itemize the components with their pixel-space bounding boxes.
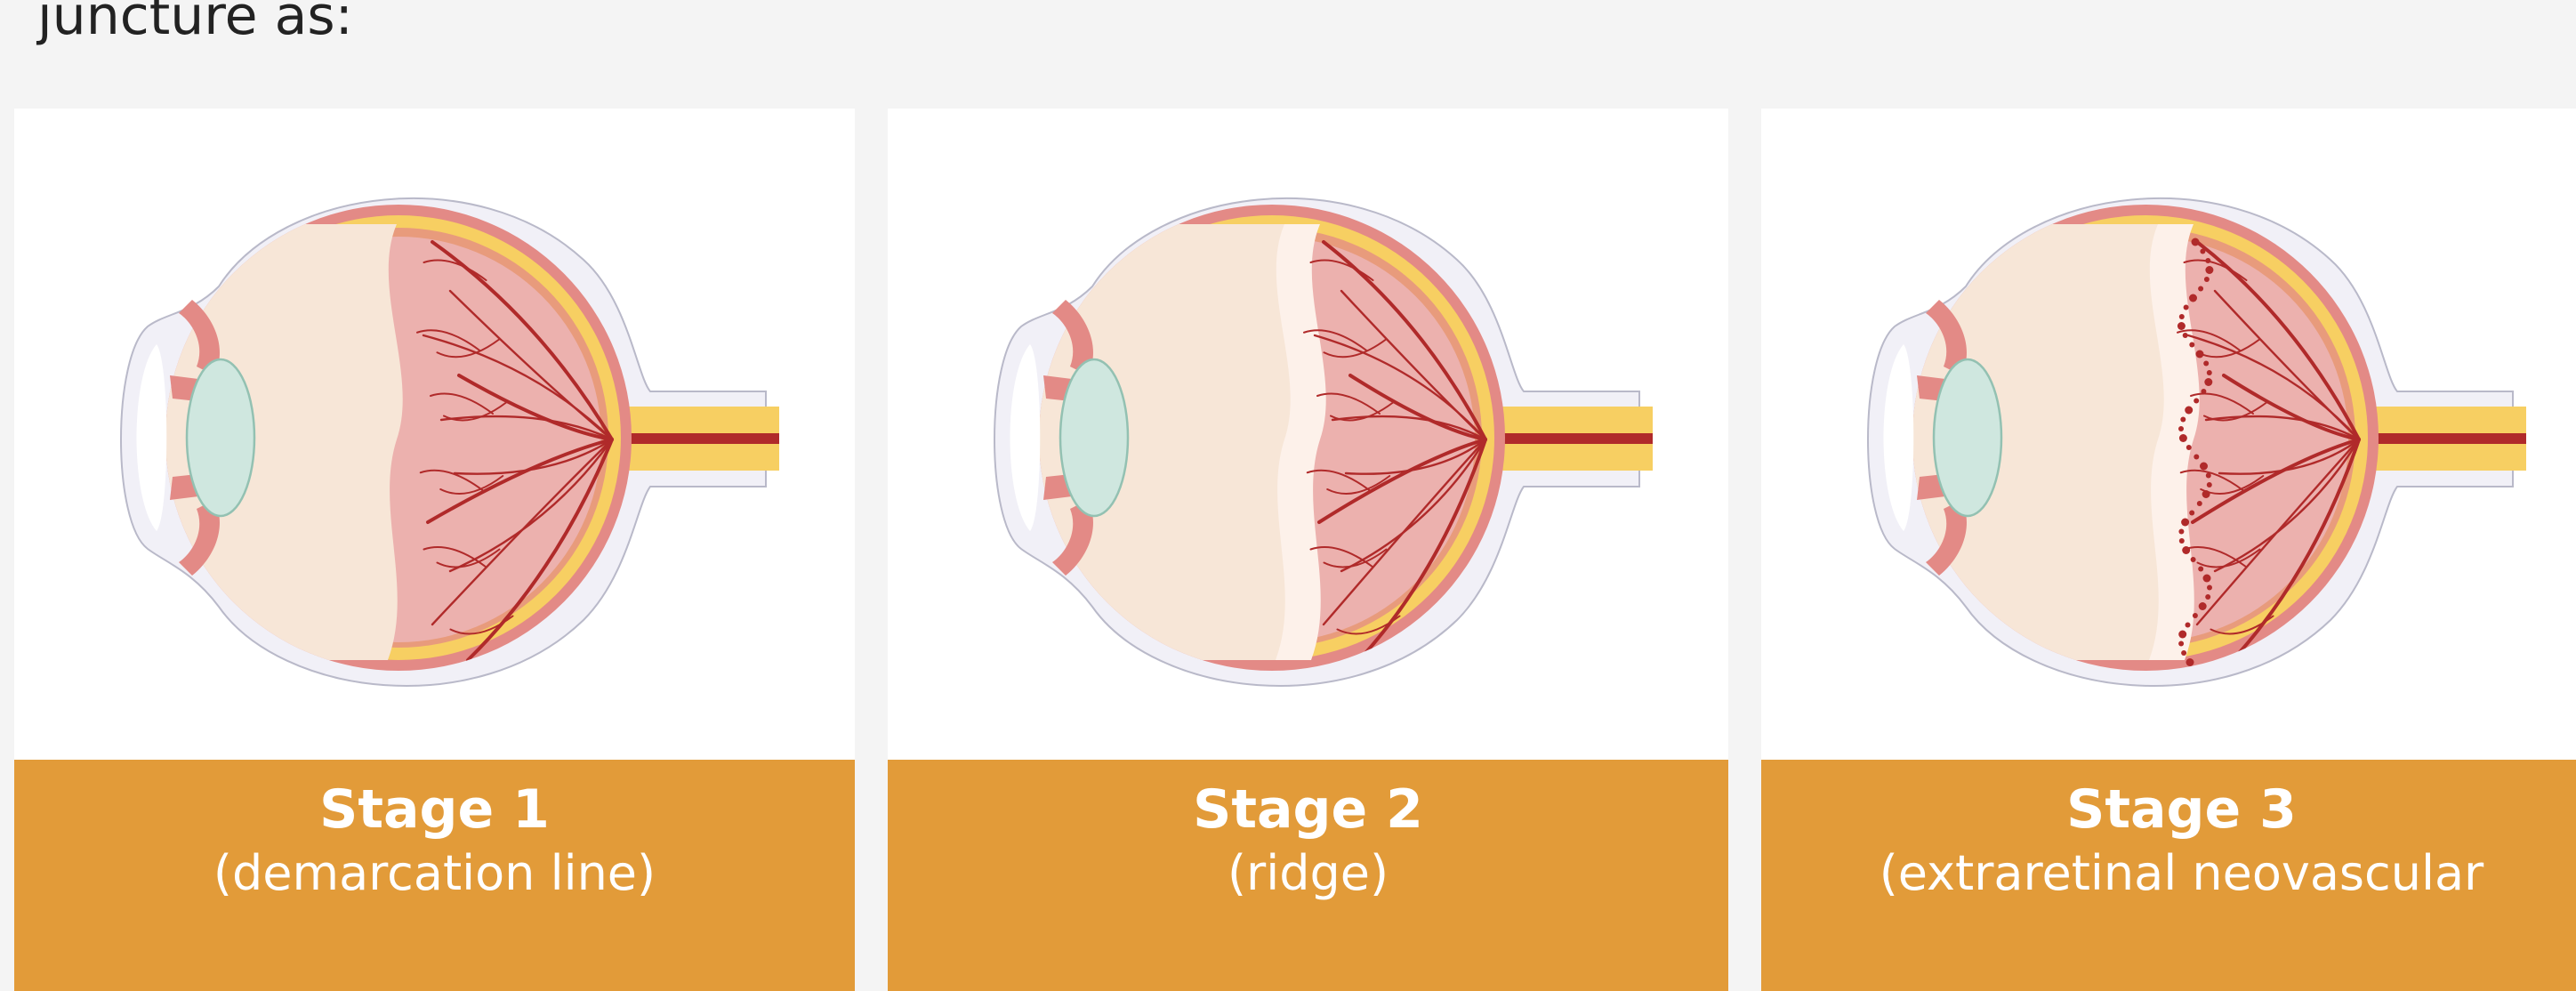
stage-3-title: Stage 3 [1761,783,2576,836]
stage-2-card: Stage 2 (ridge) [888,109,1728,918]
stage-1-title: Stage 1 [14,783,855,836]
stage-1-subtitle: (demarcation line) [14,847,855,900]
stage-1-caption: Stage 1 (demarcation line) [14,760,855,991]
stage-3-eye-illustration [1761,109,2576,760]
stage-2-caption: Stage 2 (ridge) [888,760,1728,991]
stage-3-caption: Stage 3 (extraretinal neovascular [1761,760,2576,991]
stage-1-card: Stage 1 (demarcation line) [14,109,855,918]
intro-text: juncture as: [37,0,353,52]
stage-3-subtitle: (extraretinal neovascular [1761,847,2576,900]
stage-2-eye-illustration [888,109,1728,760]
stage-3-card: Stage 3 (extraretinal neovascular [1761,109,2576,918]
stage-2-subtitle: (ridge) [888,847,1728,900]
stage-2-title: Stage 2 [888,783,1728,836]
stage-1-eye-illustration [14,109,855,760]
